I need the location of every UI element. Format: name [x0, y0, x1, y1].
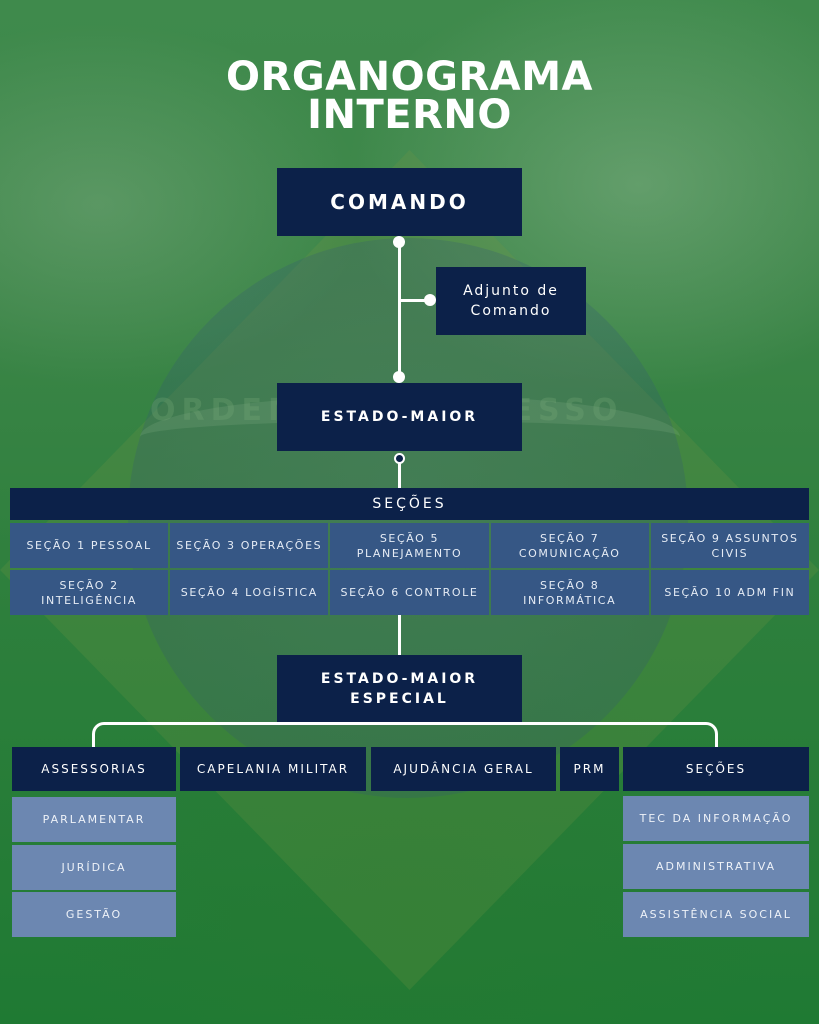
assessoria-parlamentar[interactable]: PARLAMENTAR	[12, 797, 176, 842]
node-assessorias[interactable]: ASSESSORIAS	[12, 747, 176, 791]
node-secoes-especial[interactable]: SEÇÕES	[623, 747, 809, 791]
node-estado-maior[interactable]: ESTADO-MAIOR	[277, 383, 522, 451]
secao-1-pessoal[interactable]: SEÇÃO 1 PESSOAL	[10, 523, 169, 568]
connector-secoes-especial	[398, 614, 401, 655]
page-title-line-2: INTERNO	[307, 92, 512, 138]
assessoria-juridica[interactable]: JURÍDICA	[12, 845, 176, 890]
page-title-line-1: ORGANOGRAMA	[226, 54, 593, 100]
secao-9-assuntos-civis[interactable]: SEÇÃO 9 ASSUNTOS CIVIS	[650, 523, 809, 568]
node-capelania-militar[interactable]: CAPELANIA MILITAR	[180, 747, 366, 791]
secao-10-adm-fin[interactable]: SEÇÃO 10 ADM FIN	[650, 570, 809, 615]
node-comando[interactable]: COMANDO	[277, 168, 522, 236]
connector-adjunto	[400, 299, 430, 302]
secao-4-logistica[interactable]: SEÇÃO 4 LOGÍSTICA	[170, 570, 329, 615]
secao-assistencia-social[interactable]: ASSISTÊNCIA SOCIAL	[623, 892, 809, 937]
connector-estado-maior-secoes	[398, 462, 401, 488]
connector-ring	[394, 453, 405, 464]
secao-8-informatica[interactable]: SEÇÃO 8 INFORMÁTICA	[490, 570, 649, 615]
secoes-header[interactable]: SEÇÕES	[10, 488, 809, 520]
node-adjunto-de-comando[interactable]: Adjunto de Comando	[436, 267, 586, 335]
secao-5-planejamento[interactable]: SEÇÃO 5 PLANEJAMENTO	[330, 523, 489, 568]
secao-2-inteligencia[interactable]: SEÇÃO 2 INTELIGÊNCIA	[10, 570, 169, 615]
secao-3-operacoes[interactable]: SEÇÃO 3 OPERAÇÕES	[170, 523, 329, 568]
secao-6-controle[interactable]: SEÇÃO 6 CONTROLE	[330, 570, 489, 615]
connector-dot-top	[393, 236, 405, 248]
connector-dot-bottom	[393, 371, 405, 383]
secao-administrativa[interactable]: ADMINISTRATIVA	[623, 844, 809, 889]
secoes-grid: SEÇÃO 1 PESSOAL SEÇÃO 3 OPERAÇÕES SEÇÃO …	[10, 523, 809, 615]
node-prm[interactable]: PRM	[560, 747, 619, 791]
node-estado-maior-especial[interactable]: ESTADO-MAIOR ESPECIAL	[277, 655, 522, 722]
node-ajudancia-geral[interactable]: AJUDÂNCIA GERAL	[371, 747, 556, 791]
secao-7-comunicacao[interactable]: SEÇÃO 7 COMUNICAÇÃO	[490, 523, 649, 568]
assessoria-gestao[interactable]: GESTÃO	[12, 892, 176, 937]
connector-dot-adjunto	[424, 294, 436, 306]
secao-tec-da-informacao[interactable]: TEC DA INFORMAÇÃO	[623, 796, 809, 841]
connector-comando-estado-maior	[398, 242, 401, 378]
connector-especial-bracket	[92, 722, 718, 748]
